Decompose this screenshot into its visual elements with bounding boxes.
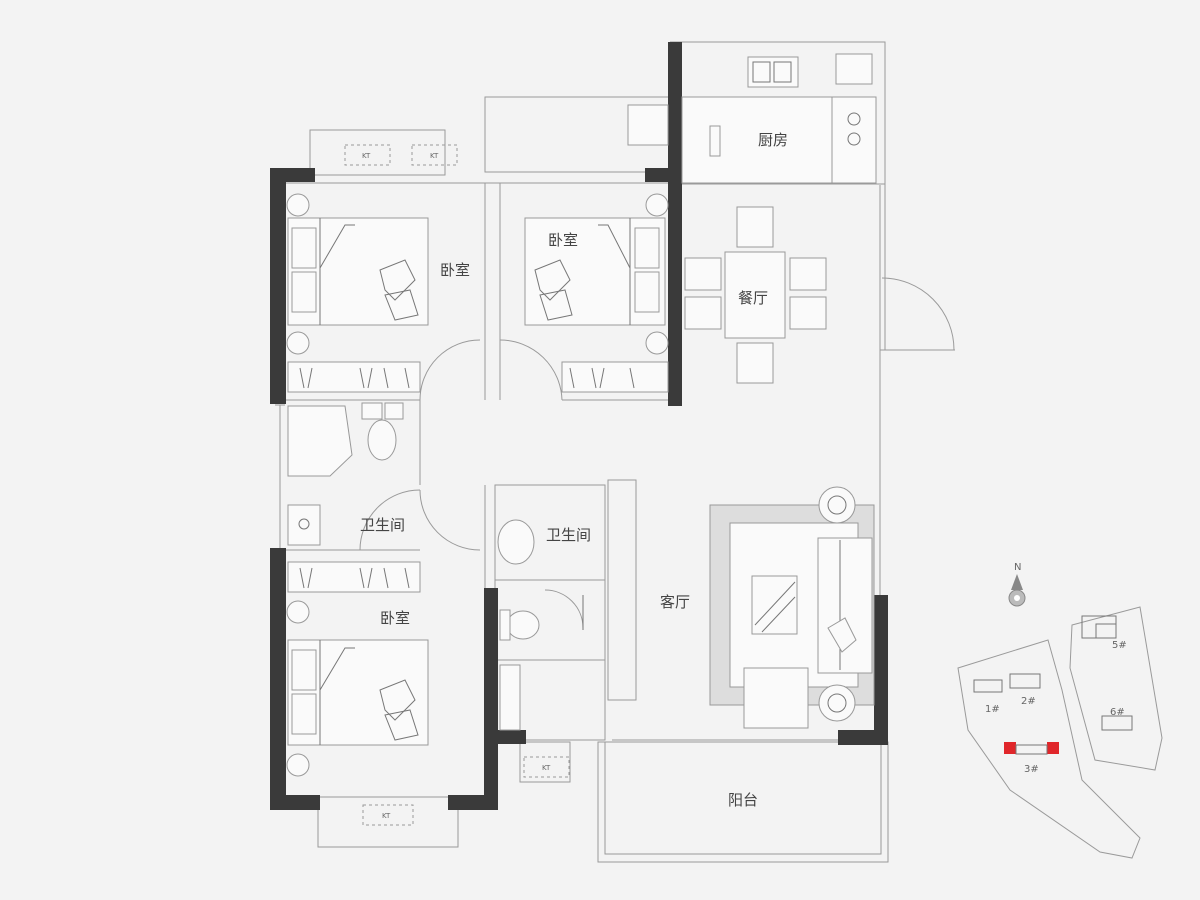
bedroom-bottom-furniture: [286, 561, 429, 777]
compass-north-label: N: [1014, 562, 1021, 573]
room-label-balcony: 阳台: [728, 791, 758, 809]
room-label-bedroom-3: 卧室: [380, 609, 410, 627]
site-label-5: 5#: [1112, 640, 1127, 651]
site-label-3: 3#: [1024, 764, 1039, 775]
site-label-2: 2#: [1021, 696, 1036, 707]
room-labels: 厨房 卧室 卧室 餐厅 卫生间 卫生间 卧室 客厅 阳台: [360, 131, 788, 809]
bedroom-top-left-furniture: [286, 193, 429, 393]
compass-icon: N: [1008, 562, 1026, 607]
ac-units: KT KT KT KT: [344, 144, 570, 826]
room-label-bathroom-1: 卫生间: [360, 516, 405, 534]
site-label-1: 1#: [985, 704, 1000, 715]
ac-label-2: KT: [430, 152, 439, 160]
ac-label-3: KT: [542, 764, 551, 772]
ac-label-4: KT: [382, 812, 391, 820]
room-label-bathroom-2: 卫生间: [546, 526, 591, 544]
room-label-bedroom-2: 卧室: [548, 231, 578, 249]
living-room-furniture: [709, 486, 875, 729]
room-label-kitchen: 厨房: [758, 131, 788, 149]
bedroom-top-middle-furniture: [524, 193, 669, 393]
room-label-bedroom-1: 卧室: [440, 261, 470, 279]
highlight-building-3-right: [1047, 742, 1059, 754]
door-swings: [359, 277, 955, 629]
dining-table: [684, 206, 827, 384]
bathroom-middle-fixtures: [497, 519, 584, 731]
room-label-living: 客厅: [660, 593, 690, 611]
bathroom-left-fixtures: [287, 402, 404, 546]
room-label-dining: 餐厅: [738, 289, 768, 307]
highlight-building-3-left: [1004, 742, 1016, 754]
site-label-6: 6#: [1110, 707, 1125, 718]
ac-label-1: KT: [362, 152, 371, 160]
site-plan-key: 5# 1# 2# 6# 3#: [957, 606, 1163, 859]
walls: [270, 42, 888, 810]
interior-partitions: [285, 182, 955, 741]
kitchen-fixtures: [627, 53, 877, 184]
